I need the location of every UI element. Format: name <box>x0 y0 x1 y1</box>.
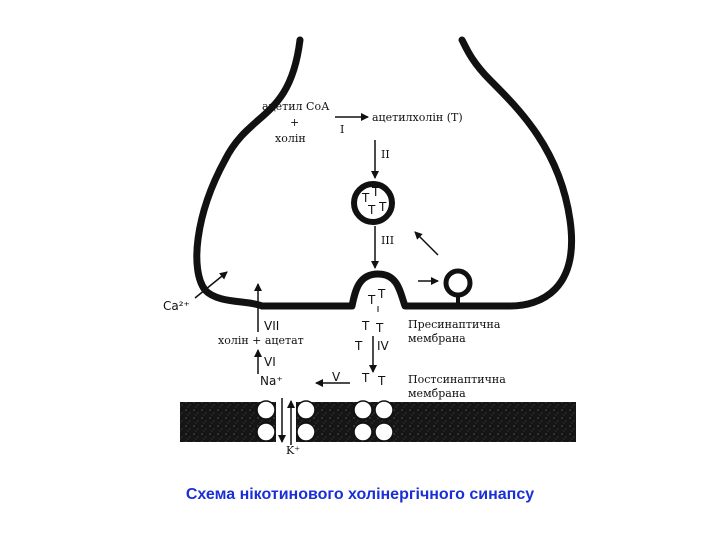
potassium-label: K⁺ <box>286 444 300 457</box>
acetyl-coa-label: ацетил СоА <box>262 100 330 113</box>
cleft-transmitter-1: T <box>361 319 370 333</box>
released-transmitter-2: T <box>377 287 386 301</box>
presynaptic-terminal-outline <box>193 36 575 310</box>
step-I-label: I <box>340 123 344 136</box>
step-III-label: III <box>381 234 394 247</box>
acetylcholine-receptor-right <box>353 400 394 442</box>
recycled-vesicle <box>443 268 473 298</box>
step-VII-label: VII <box>264 319 279 333</box>
plus-label: + <box>290 116 299 129</box>
step-II-label: II <box>381 148 390 161</box>
released-transmitter-1: T <box>367 293 376 307</box>
vesicle-transmitter-1: T <box>361 191 370 205</box>
presynaptic-membrane-label-2: мембрана <box>408 332 466 345</box>
arrow-recycle-up <box>414 231 439 256</box>
choline-label: холін <box>275 132 306 145</box>
vesicle-transmitter-4: T <box>378 200 387 214</box>
step-V-label: V <box>332 370 341 384</box>
cleft-transmitter-4: T <box>361 371 370 385</box>
cleft-transmitter-3: T <box>354 339 363 353</box>
choline-acetate-label: холін + ацетат <box>218 334 304 347</box>
acetylcholine-label: ацетилхолін (Т) <box>372 111 463 124</box>
diagram-caption: Схема нікотинового холінергічного синапс… <box>185 486 535 503</box>
cleft-transmitter-5: T <box>377 374 386 388</box>
postsynaptic-membrane-label-1: Постсинаптична <box>408 373 506 386</box>
calcium-label: Ca²⁺ <box>163 299 190 313</box>
postsynaptic-membrane-label-2: мембрана <box>408 387 466 400</box>
arrow-calcium-entry <box>194 271 228 299</box>
vesicle-transmitter-3: T <box>367 203 376 217</box>
presynaptic-membrane-label-1: Пресинаптична <box>408 318 501 331</box>
synaptic-vesicle <box>351 181 395 225</box>
step-VI-label: VI <box>264 355 276 369</box>
cleft-transmitter-2: T <box>375 321 384 335</box>
step-IV-label: IV <box>377 339 390 353</box>
vesicle-transmitter-2: T <box>371 185 380 199</box>
sodium-label: Na⁺ <box>260 374 283 388</box>
